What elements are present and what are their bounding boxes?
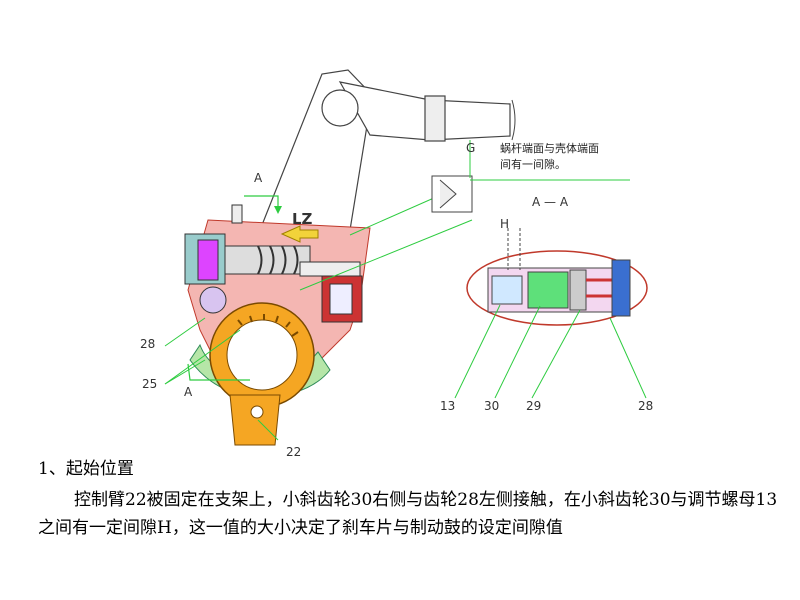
worm-shaft bbox=[184, 233, 363, 323]
svg-text:LZ: LZ bbox=[292, 210, 313, 228]
gap-note-line2: 间有一间隙。 bbox=[500, 157, 566, 171]
adjuster-diagram: LZ A A 28 25 22 G 蜗杆端面与壳体端面 间有一间隙。 A — A bbox=[140, 69, 653, 459]
description-paragraph: 控制臂22被固定在支架上，小斜齿轮30右侧与齿轮28左侧接触，在小斜齿轮30与调… bbox=[38, 490, 778, 538]
right-leader-lines bbox=[454, 304, 647, 399]
worm-gear bbox=[209, 302, 315, 446]
control-arm bbox=[261, 69, 511, 231]
part-label-28-right: 28 bbox=[638, 399, 653, 413]
section-title: A — A bbox=[532, 195, 569, 209]
part-label-28-left: 28 bbox=[140, 337, 155, 351]
part-label-30: 30 bbox=[484, 399, 499, 413]
label-a-top: A bbox=[254, 171, 263, 185]
grease-nipple bbox=[231, 204, 243, 224]
detail-g: G 蜗杆端面与壳体端面 间有一间隙。 bbox=[431, 140, 630, 213]
part-label-22: 22 bbox=[286, 445, 301, 459]
part-label-13: 13 bbox=[440, 399, 455, 413]
section-heading: 1、起始位置 bbox=[38, 459, 134, 479]
description: 1、起始位置 控制臂22被固定在支架上，小斜齿轮30右侧与齿轮28左侧接触，在小… bbox=[38, 456, 778, 542]
part-label-25: 25 bbox=[142, 377, 157, 391]
lz-arrow: LZ bbox=[280, 210, 319, 243]
section-view: H bbox=[466, 217, 648, 326]
small-helical-gear bbox=[199, 286, 227, 314]
svg-text:G: G bbox=[466, 141, 475, 155]
part-label-29: 29 bbox=[526, 399, 541, 413]
label-a-bottom: A bbox=[184, 385, 193, 399]
label-h: H bbox=[500, 217, 509, 231]
gap-note-line1: 蜗杆端面与壳体端面 bbox=[500, 141, 599, 155]
